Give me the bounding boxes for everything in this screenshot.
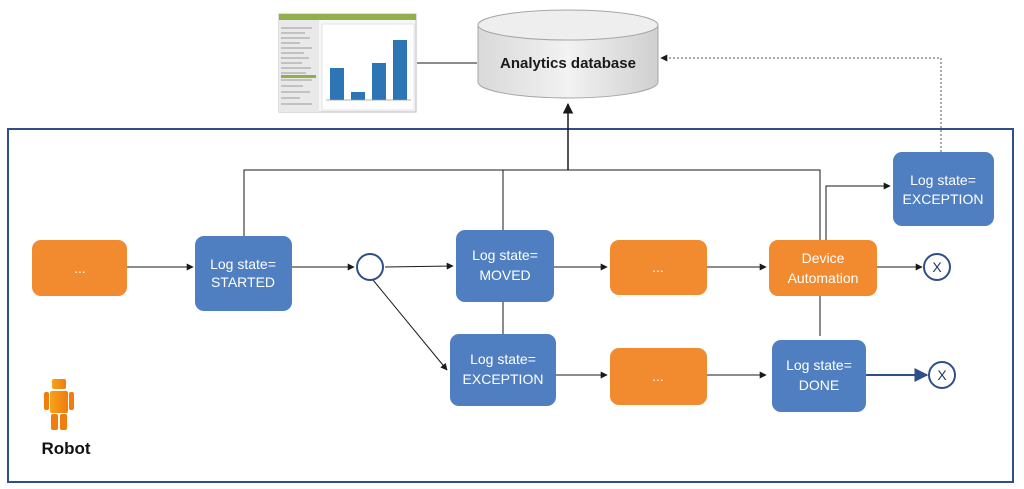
log-started-box [195, 236, 292, 311]
after-moved-placeholder-box [610, 240, 707, 295]
after-exception-placeholder-label: ... [652, 368, 664, 384]
log-moved-label-line1: Log state= [472, 247, 538, 263]
end-event-bottom-icon [928, 361, 956, 389]
robot-figure-icon [44, 379, 74, 430]
exception-db-dotted-connector [660, 54, 942, 152]
robot-boundary-frame [7, 128, 1014, 483]
log-exception-label-line2: EXCEPTION [463, 371, 544, 387]
log-exception-label-line1: Log state= [470, 351, 536, 367]
log-moved-box [456, 230, 554, 302]
gateway-circle-icon [356, 253, 384, 281]
end-event-bottom-label: X [937, 367, 947, 383]
log-exception-top-label-line1: Log state= [910, 172, 976, 188]
log-done-label-line1: Log state= [786, 357, 852, 373]
log-done-label-line2: DONE [799, 377, 839, 393]
log-exception-top-label-line2: EXCEPTION [903, 191, 984, 207]
log-done-box [772, 340, 866, 412]
start-placeholder-label: ... [74, 260, 86, 276]
flow-arrows [127, 262, 923, 379]
after-moved-placeholder-label: ... [652, 259, 664, 275]
log-started-label-line1: Log state= [210, 256, 276, 272]
log-exception-box [450, 334, 556, 406]
database-label: Analytics database [500, 55, 636, 72]
device-automation-box [769, 240, 877, 296]
dashboard-screenshot-icon [278, 13, 417, 113]
automation-exception-connector [825, 182, 891, 240]
log-exception-top-box [893, 152, 994, 226]
database-cylinder-icon [477, 9, 659, 99]
log-moved-label-line2: MOVED [479, 267, 530, 283]
after-exception-placeholder-box [610, 348, 707, 405]
end-event-top-label: X [932, 259, 942, 275]
device-automation-label-line1: Device [802, 250, 845, 266]
end-event-top-icon [923, 253, 951, 281]
start-placeholder-box [32, 240, 127, 296]
robot-label: Robot [41, 439, 90, 458]
device-automation-label-line2: Automation [788, 270, 859, 286]
log-started-label-line2: STARTED [211, 274, 275, 290]
